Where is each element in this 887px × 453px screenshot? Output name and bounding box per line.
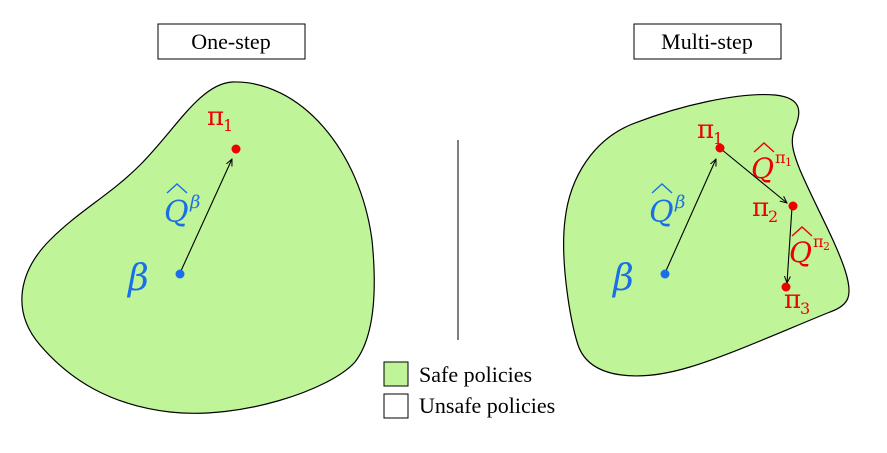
left-title: One-step: [191, 29, 270, 54]
legend-unsafe-label: Unsafe policies: [419, 393, 555, 418]
left-pi1-point: [231, 144, 241, 154]
left-arrow-beta-pi1: [179, 159, 232, 274]
left-q-hat-icon: [166, 183, 188, 194]
right-safe-region: [563, 93, 850, 377]
legend-safe-swatch: [383, 361, 409, 387]
right-q-pi2-hat-icon: [791, 226, 813, 237]
left-safe-region: [21, 81, 375, 414]
legend-unsafe-swatch: [383, 393, 409, 419]
right-panel: Multi-step β Q β π 1 Q π 1 π 2: [563, 23, 850, 377]
right-q-pi1-hat-icon: [753, 142, 775, 153]
right-q-hat-icon: [651, 183, 673, 194]
right-pi1-point: [715, 143, 725, 153]
legend-safe-label: Safe policies: [419, 362, 532, 387]
right-arrow-beta-pi1: [664, 159, 716, 274]
right-q-pi1-sup: π: [775, 148, 786, 167]
left-beta-label: β: [126, 258, 149, 299]
right-q-pi2-sup-sub: 2: [823, 240, 830, 253]
left-pi1-label: π 1: [207, 102, 233, 135]
right-pi2-label: π 2: [752, 193, 778, 226]
right-arrow-pi1-pi2: [720, 148, 787, 203]
left-title-box: [157, 23, 306, 60]
right-beta-label: β: [611, 258, 634, 299]
right-pi1-sub: 1: [713, 129, 723, 148]
left-pi1-base: π: [207, 102, 224, 132]
right-arrow-pi2-pi3: [787, 206, 793, 283]
right-q-pi1-sup-sub: 1: [785, 156, 792, 169]
legend: Safe policies Unsafe policies: [383, 361, 555, 419]
right-beta-point: [660, 269, 670, 279]
right-pi3-label: π 3: [784, 285, 810, 318]
right-q-pi2-label: Q π 2: [789, 226, 830, 269]
left-q-sup: β: [189, 192, 200, 213]
right-q-pi2-base: Q: [789, 236, 812, 269]
right-pi3-point: [781, 282, 791, 292]
right-pi2-base: π: [752, 193, 769, 223]
right-title-box: [633, 23, 782, 60]
right-q-pi1-label: Q π 1: [751, 142, 792, 185]
right-q-pi2-sup: π: [813, 232, 824, 251]
right-q-base: Q: [649, 195, 674, 230]
right-title: Multi-step: [661, 29, 753, 54]
left-beta-point: [175, 269, 185, 279]
right-pi2-sub: 2: [768, 207, 778, 226]
right-pi1-label: π 1: [697, 115, 723, 148]
right-q-beta-label: Q β: [649, 183, 685, 230]
right-pi3-sub: 3: [800, 299, 810, 318]
left-panel: One-step β Q β π 1: [21, 23, 375, 414]
left-pi1-sub: 1: [223, 116, 233, 135]
left-q-base: Q: [164, 195, 189, 230]
right-q-pi1-base: Q: [751, 152, 774, 185]
right-pi2-point: [788, 201, 798, 211]
right-pi1-base: π: [697, 115, 714, 145]
left-q-beta-label: Q β: [164, 183, 200, 230]
right-pi3-base: π: [784, 285, 801, 315]
right-q-sup: β: [674, 192, 685, 213]
